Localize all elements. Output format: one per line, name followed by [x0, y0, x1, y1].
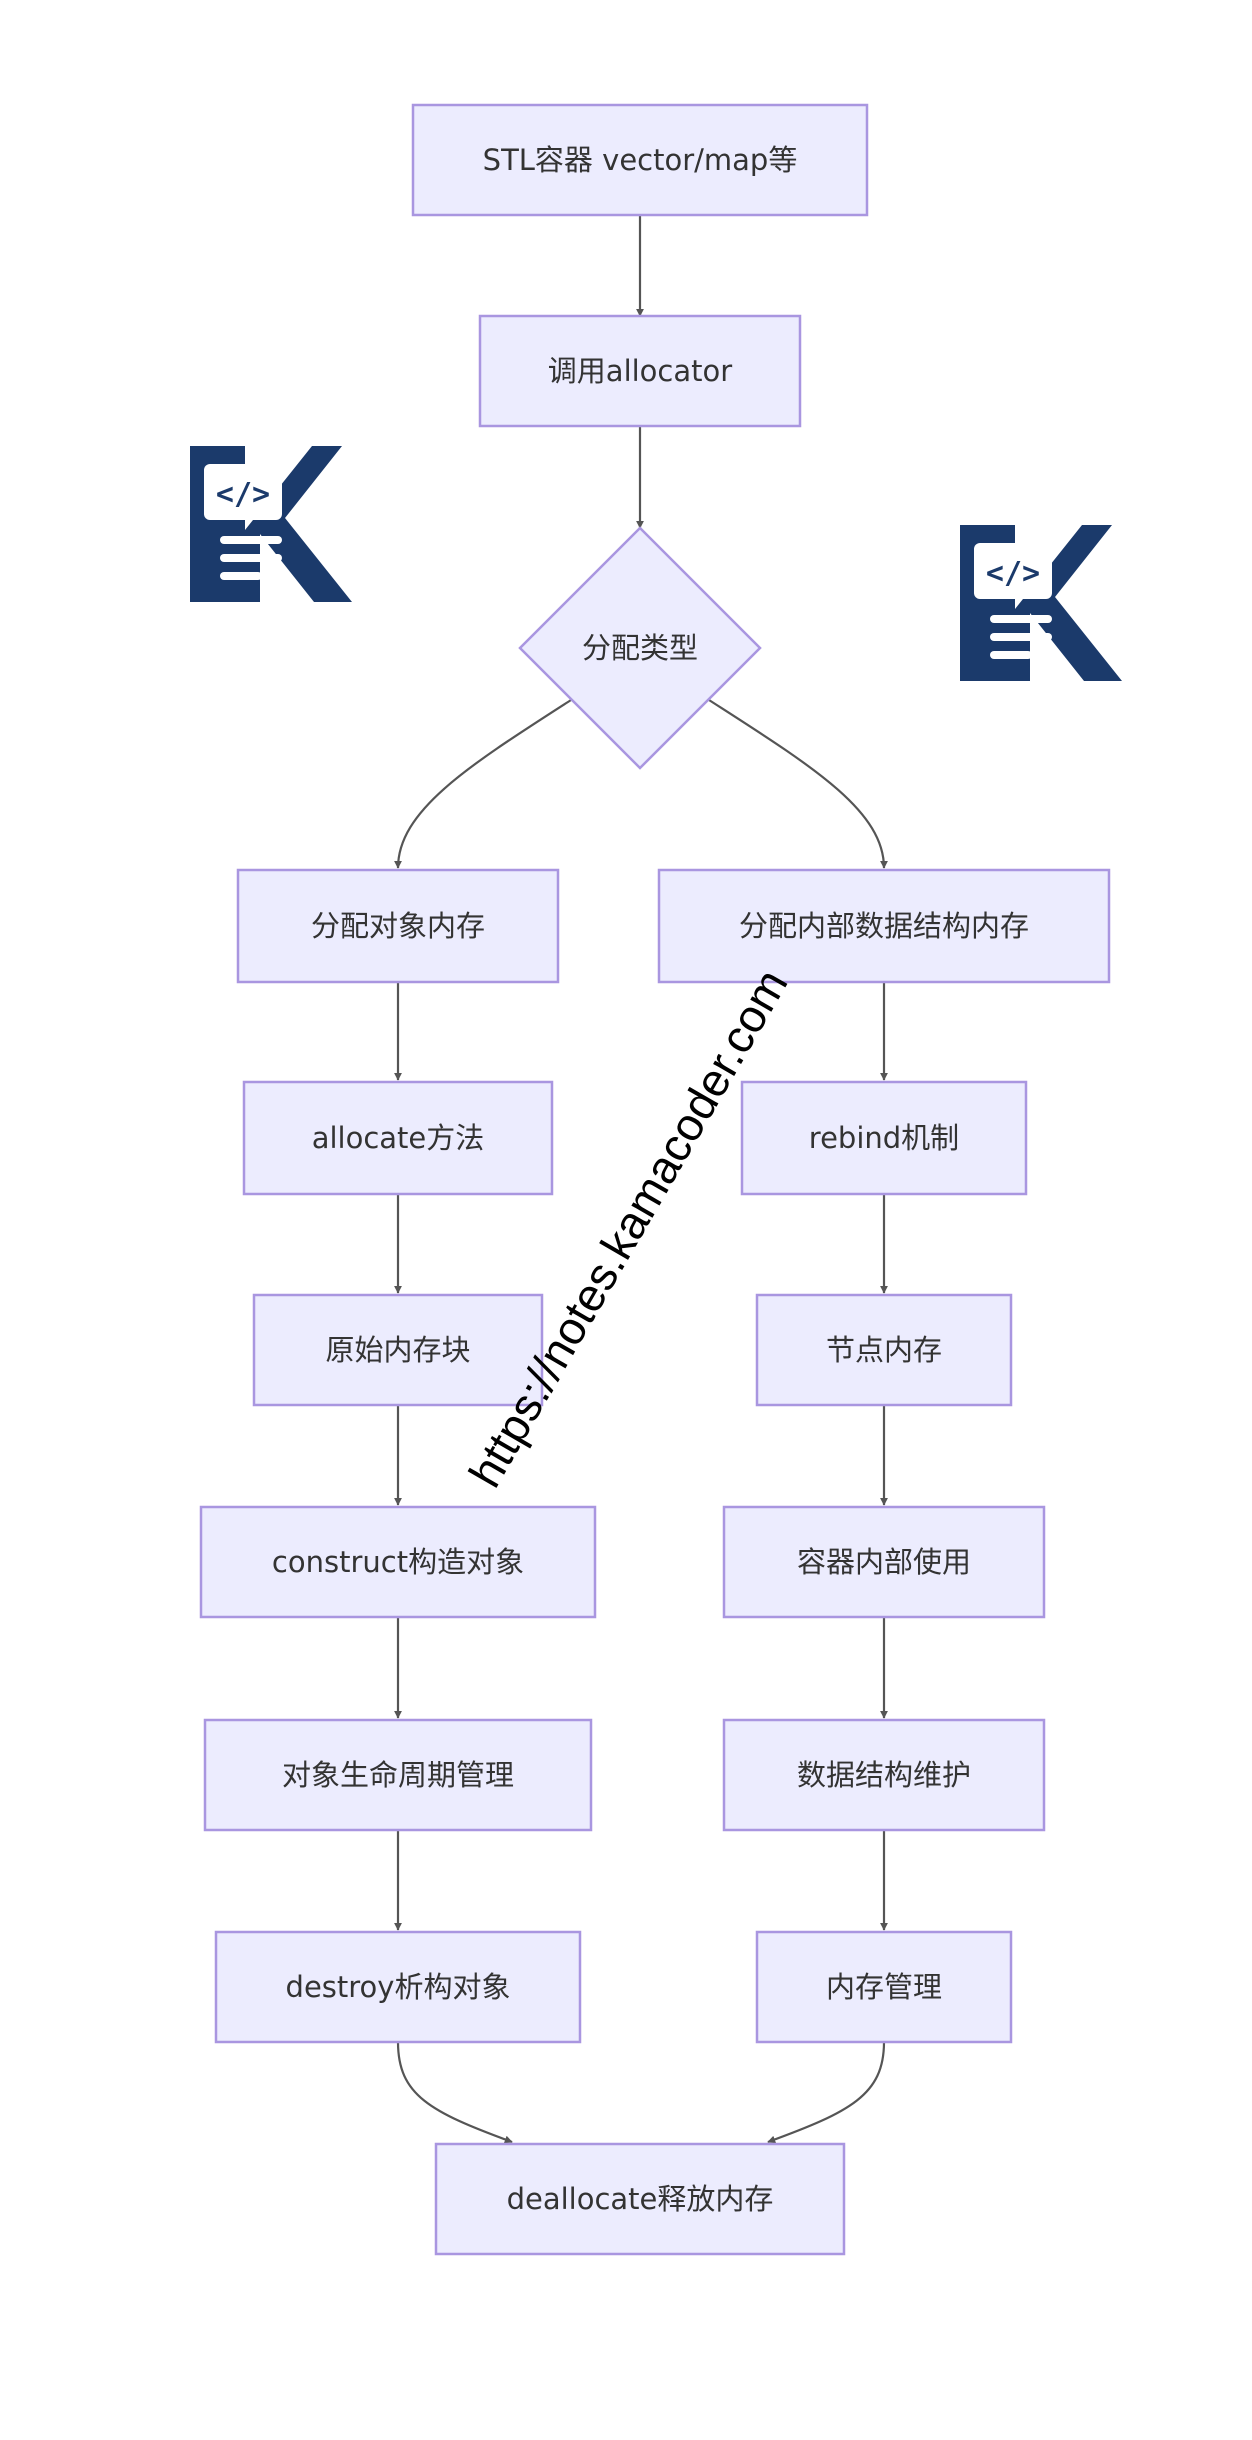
node-object-lifecycle: 对象生命周期管理 — [203, 1718, 593, 1832]
node-label-stl-container: STL容器 vector/map等 — [483, 143, 798, 177]
node-label-rebind-mechanism: rebind机制 — [809, 1121, 959, 1155]
node-destroy-object: destroy析构对象 — [214, 1930, 582, 2044]
node-label-data-structure-maintenance: 数据结构维护 — [797, 1758, 971, 1792]
edge-type-to-object-memory — [394, 699, 572, 869]
node-label-raw-memory-block: 原始内存块 — [325, 1333, 470, 1367]
node-label-deallocate-memory: deallocate释放内存 — [507, 2182, 774, 2216]
node-label-construct-object: construct构造对象 — [272, 1545, 524, 1579]
kamacoder-logo-icon-right: </> — [960, 525, 1122, 681]
node-rebind-mechanism: rebind机制 — [740, 1080, 1028, 1196]
node-deallocate-memory: deallocate释放内存 — [434, 2142, 846, 2256]
node-stl-container: STL容器 vector/map等 — [411, 103, 869, 217]
edges — [394, 215, 888, 2144]
nodes: STL容器 vector/map等 调用allocator 分配类型 分配对象内… — [199, 103, 1111, 2256]
node-label-memory-management: 内存管理 — [826, 1970, 942, 2004]
node-label-container-internal-use: 容器内部使用 — [797, 1545, 971, 1579]
kamacoder-logo-icon-left: </> — [190, 446, 352, 602]
node-label-alloc-type: 分配类型 — [582, 631, 698, 665]
svg-text:</>: </> — [216, 477, 270, 512]
node-node-memory: 节点内存 — [755, 1293, 1013, 1407]
node-label-object-lifecycle: 对象生命周期管理 — [282, 1758, 514, 1792]
svg-text:</>: </> — [986, 556, 1040, 591]
node-construct-object: construct构造对象 — [199, 1505, 597, 1619]
watermark-url: https://notes.kamacoder.com — [458, 960, 797, 1495]
edge-destroy-to-deallocate — [396, 2041, 513, 2144]
edge-type-to-internal-memory — [708, 699, 888, 869]
node-call-allocator: 调用allocator — [478, 314, 802, 428]
node-label-alloc-object-memory: 分配对象内存 — [311, 909, 485, 943]
node-raw-memory-block: 原始内存块 — [252, 1293, 544, 1407]
node-alloc-internal-memory: 分配内部数据结构内存 — [657, 868, 1111, 984]
node-container-internal-use: 容器内部使用 — [722, 1505, 1046, 1619]
node-label-call-allocator: 调用allocator — [548, 354, 732, 388]
node-alloc-type-decision: 分配类型 — [518, 526, 762, 770]
node-label-alloc-internal-memory: 分配内部数据结构内存 — [739, 909, 1029, 943]
edge-memory-management-to-deallocate — [767, 2041, 886, 2144]
node-allocate-method: allocate方法 — [242, 1080, 554, 1196]
node-label-destroy-object: destroy析构对象 — [286, 1970, 511, 2004]
node-label-allocate-method: allocate方法 — [312, 1121, 485, 1155]
node-alloc-object-memory: 分配对象内存 — [236, 868, 560, 984]
node-data-structure-maintenance: 数据结构维护 — [722, 1718, 1046, 1832]
node-label-node-memory: 节点内存 — [826, 1333, 942, 1367]
node-memory-management: 内存管理 — [755, 1930, 1013, 2044]
